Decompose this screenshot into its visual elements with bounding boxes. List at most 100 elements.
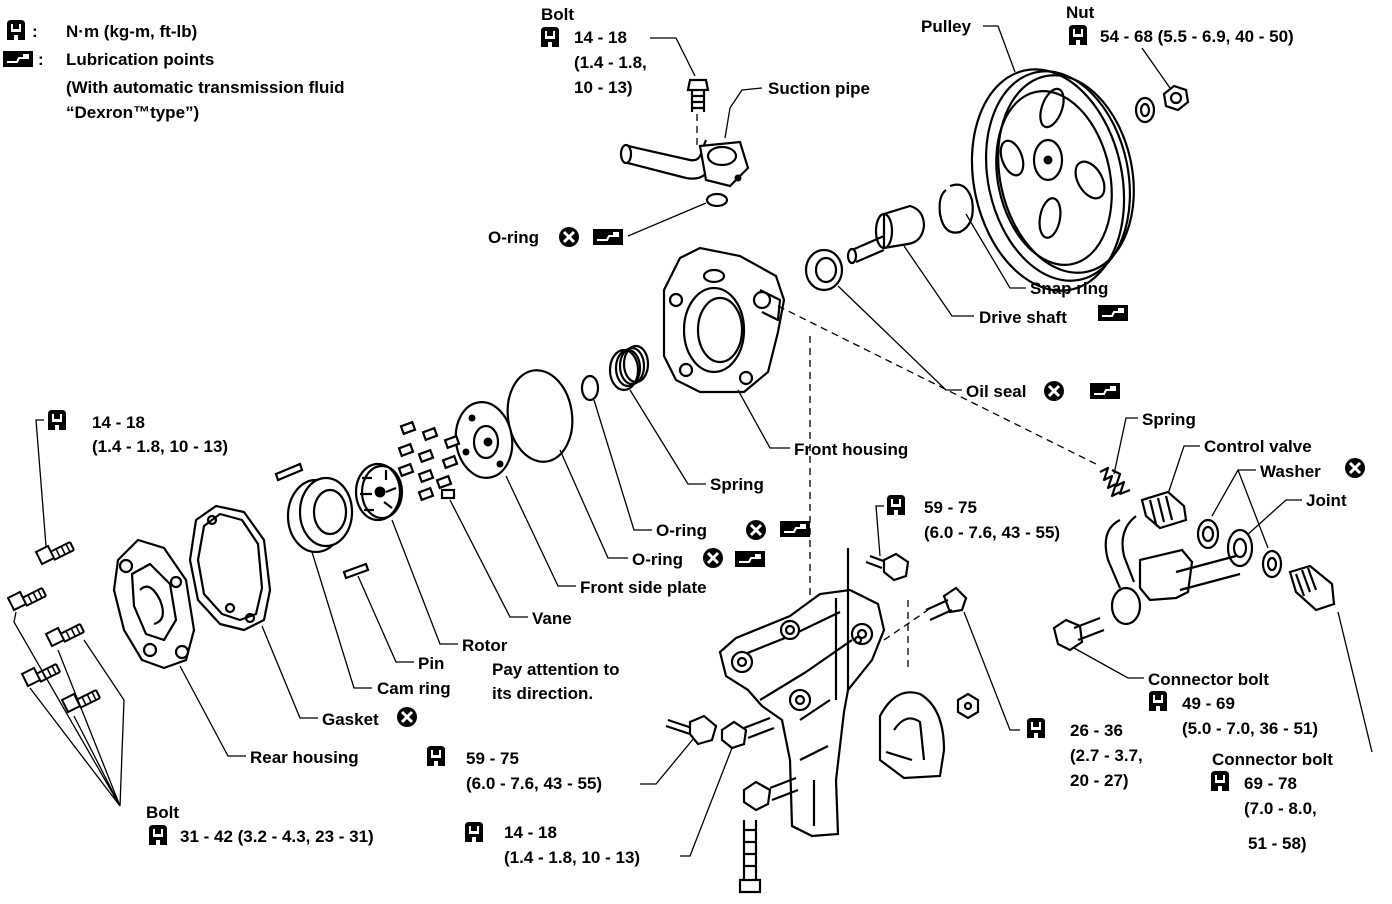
replace-x-icon bbox=[701, 546, 725, 570]
connector-bolt-1-label: Connector bolt bbox=[1148, 670, 1269, 689]
nut-torque: 54 - 68 (5.5 - 6.9, 40 - 50) bbox=[1100, 27, 1294, 46]
bolt-part bbox=[45, 623, 85, 647]
bolt-top-line2: (1.4 - 1.8, bbox=[574, 53, 647, 72]
control-valve-label: Control valve bbox=[1204, 437, 1312, 456]
leader-line bbox=[903, 245, 974, 317]
leader-line bbox=[737, 389, 790, 449]
rear-housing-part bbox=[112, 538, 196, 670]
leader-line bbox=[357, 575, 414, 663]
cam-ring-part bbox=[286, 476, 354, 554]
legend-colon-1: : bbox=[32, 22, 38, 41]
torque-wrench-icon bbox=[1211, 771, 1229, 791]
vane-label: Vane bbox=[532, 609, 572, 628]
torque-bottom-line1: 14 - 18 bbox=[504, 823, 557, 842]
rear-group: Gasket Rear housing 14 - 18 (1.4 - 1.8, … bbox=[7, 410, 419, 846]
bolt-top-line3: 10 - 13) bbox=[574, 78, 633, 97]
bracket-bolt-lower-mid bbox=[720, 716, 775, 750]
torque-wrench-icon bbox=[427, 746, 445, 766]
lubrication-icon bbox=[592, 228, 624, 246]
washer-joint-parts bbox=[1104, 515, 1283, 626]
o-ring-2-label: O-ring bbox=[632, 550, 683, 569]
top-bolt-part bbox=[686, 78, 710, 112]
drive-shaft-label: Drive shaft bbox=[979, 308, 1067, 327]
snap-ring-label: Snap ring bbox=[1030, 279, 1108, 298]
leader-line bbox=[35, 419, 47, 547]
spring-mid-label: Spring bbox=[710, 475, 764, 494]
leader-line bbox=[837, 285, 962, 391]
leader-line bbox=[311, 551, 372, 689]
torque-wrench-icon bbox=[7, 20, 25, 40]
legend: : N·m (kg-m, ft-lb) : Lubrication points… bbox=[2, 20, 344, 122]
legend-torque-unit: N·m (kg-m, ft-lb) bbox=[66, 22, 197, 41]
torque-wrench-icon bbox=[48, 410, 66, 430]
leader-line bbox=[963, 611, 1020, 731]
drive-shaft-part bbox=[846, 204, 926, 265]
torque-wrench-icon bbox=[1069, 25, 1087, 45]
nut-part bbox=[1134, 84, 1190, 124]
leader-line bbox=[650, 37, 696, 77]
washer-label: Washer bbox=[1260, 462, 1321, 481]
control-valve-part bbox=[1140, 490, 1188, 530]
torque-wrench-icon bbox=[1149, 691, 1167, 711]
torque-59a-line2: (6.0 - 7.6, 43 - 55) bbox=[924, 523, 1060, 542]
drive-shaft-group: Snap ring Drive shaft Oil seal bbox=[804, 183, 1129, 403]
leader-line bbox=[680, 747, 733, 857]
rotor-label: Rotor bbox=[462, 636, 508, 655]
top-bolt-group: Bolt 14 - 18 (1.4 - 1.8, 10 - 13) Suctio… bbox=[488, 5, 870, 249]
pulley-label: Pulley bbox=[921, 17, 972, 36]
oil-seal-label: Oil seal bbox=[966, 382, 1026, 401]
pins-part bbox=[274, 462, 370, 580]
pulley-group: Pulley Nut 54 - 68 (5.5 - 6.9, 40 - 50) bbox=[921, 3, 1294, 292]
replace-x-icon bbox=[395, 705, 419, 729]
leader-line bbox=[965, 213, 1026, 289]
leader-line bbox=[1237, 469, 1269, 549]
connector-bolt-2-label: Connector bolt bbox=[1212, 750, 1333, 769]
bracket-group: 59 - 75 (6.0 - 7.6, 43 - 55) 26 - 36 (2.… bbox=[427, 495, 1143, 894]
replace-x-icon bbox=[1042, 379, 1066, 403]
gasket-label: Gasket bbox=[322, 710, 379, 729]
suction-pipe-label: Suction pipe bbox=[768, 79, 870, 98]
internal-parts-group: Spring O-ring O-ring Front side plate bbox=[274, 344, 811, 703]
lubrication-icon bbox=[779, 520, 811, 538]
pay-attention-line1: Pay attention to bbox=[492, 660, 620, 679]
vanes-part bbox=[397, 420, 461, 502]
torque-26-line1: 26 - 36 bbox=[1070, 721, 1123, 740]
connector-bolt-1-torque: 49 - 69 bbox=[1182, 694, 1235, 713]
replace-x-icon bbox=[744, 518, 768, 542]
lubrication-icon bbox=[2, 50, 34, 68]
torque-59a-line1: 59 - 75 bbox=[924, 498, 977, 517]
axis-line bbox=[883, 609, 929, 641]
bolt-part bbox=[35, 541, 75, 565]
torque-wrench-icon bbox=[541, 27, 559, 47]
bolt-bottom-title: Bolt bbox=[146, 803, 179, 822]
leader-line bbox=[449, 499, 528, 618]
pulley-part bbox=[970, 68, 1135, 292]
leader-line bbox=[627, 202, 707, 237]
leader-line bbox=[1167, 445, 1200, 495]
connector-bolt-1-part bbox=[1052, 616, 1105, 652]
connector-bolt-2-torque: 69 - 78 bbox=[1244, 774, 1297, 793]
torque-left-line2: (1.4 - 1.8, 10 - 13) bbox=[92, 437, 228, 456]
front-housing-part bbox=[662, 246, 786, 394]
spring-mid-part bbox=[608, 344, 650, 392]
bolt-top-line1: 14 - 18 bbox=[574, 28, 627, 47]
bracket-bolt-lower-left bbox=[665, 714, 718, 746]
bolt-part bbox=[21, 663, 61, 687]
torque-wrench-icon bbox=[1027, 718, 1045, 738]
bracket-bolt-bottom bbox=[738, 776, 799, 894]
leader-line bbox=[261, 625, 318, 719]
bolt-bottom-torque: 31 - 42 (3.2 - 4.3, 23 - 31) bbox=[180, 827, 374, 846]
o-ring-1-label: O-ring bbox=[656, 521, 707, 540]
connector-bolt-2-torque-sub1: (7.0 - 8.0, bbox=[1244, 799, 1317, 818]
torque-59b-line2: (6.0 - 7.6, 43 - 55) bbox=[466, 774, 602, 793]
rear-housing-label: Rear housing bbox=[250, 748, 359, 767]
torque-wrench-icon bbox=[465, 822, 483, 842]
nut-title: Nut bbox=[1066, 3, 1095, 22]
leader-line bbox=[1073, 647, 1144, 679]
bolt-top-title: Bolt bbox=[541, 5, 574, 24]
leader-line bbox=[875, 505, 884, 557]
connector-bolt-2-part bbox=[1288, 564, 1336, 612]
leader-line bbox=[1245, 499, 1302, 537]
lubrication-icon bbox=[1097, 304, 1129, 322]
pin-label: Pin bbox=[418, 654, 444, 673]
